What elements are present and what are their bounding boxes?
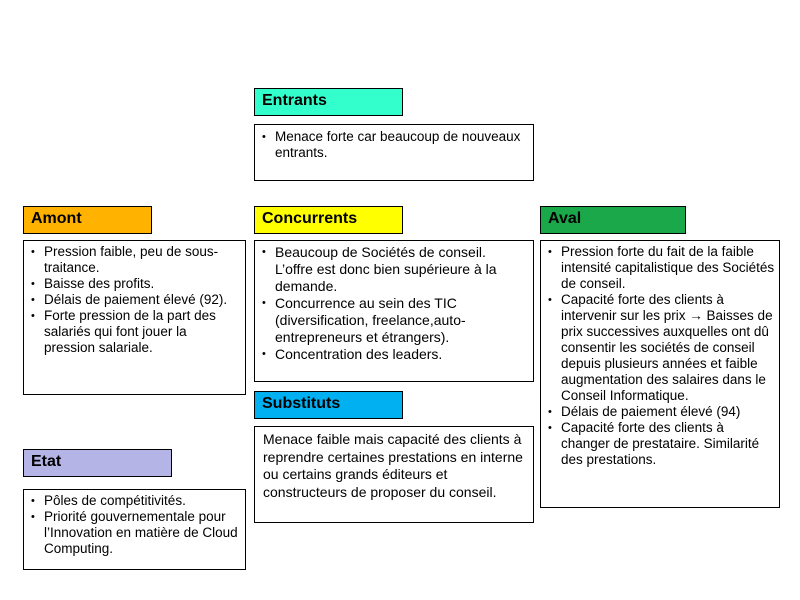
substituts-header: Substituts — [254, 391, 403, 419]
concurrents-header: Concurrents — [254, 206, 403, 234]
list-item: Menace forte car beaucoup de nouveaux en… — [259, 129, 527, 161]
aval-box: Pression forte du fait de la faible inte… — [540, 240, 780, 508]
aval-list: Pression forte du fait de la faible inte… — [545, 244, 775, 468]
etat-list: Pôles de compétitivités.Priorité gouvern… — [28, 493, 239, 557]
amont-list: Pression faible, peu de sous-traitance.B… — [28, 244, 239, 356]
etat-title: Etat — [31, 453, 62, 470]
list-item: Capacité forte des clients à intervenir … — [545, 292, 775, 404]
list-item: Forte pression de la part des salariés q… — [28, 308, 239, 356]
substituts-title: Substituts — [262, 395, 341, 412]
concurrents-box: Beaucoup de Sociétés de conseil. L’offre… — [254, 240, 534, 382]
aval-header: Aval — [540, 206, 686, 234]
entrants-title: Entrants — [262, 92, 327, 109]
concurrents-list: Beaucoup de Sociétés de conseil. L’offre… — [259, 244, 527, 363]
list-item: Concurrence au sein des TIC (diversifica… — [259, 295, 527, 346]
amont-box: Pression faible, peu de sous-traitance.B… — [23, 240, 246, 395]
list-item: Délais de paiement élevé (92). — [28, 292, 239, 308]
list-item: Priorité gouvernementale pour l’Innovati… — [28, 509, 239, 557]
etat-box: Pôles de compétitivités.Priorité gouvern… — [23, 489, 246, 570]
entrants-box: Menace forte car beaucoup de nouveaux en… — [254, 124, 534, 181]
concurrents-title: Concurrents — [262, 210, 358, 227]
aval-title: Aval — [548, 210, 582, 227]
list-item: Pression faible, peu de sous-traitance. — [28, 244, 239, 276]
list-item: Pôles de compétitivités. — [28, 493, 239, 509]
list-item: Capacité forte des clients à changer de … — [545, 420, 775, 468]
etat-header: Etat — [23, 449, 172, 477]
list-item: Beaucoup de Sociétés de conseil. L’offre… — [259, 244, 527, 295]
substituts-box: Menace faible mais capacité des clients … — [254, 426, 534, 523]
amont-header: Amont — [23, 206, 152, 234]
list-item: Délais de paiement élevé (94) — [545, 404, 775, 420]
list-item: Pression forte du fait de la faible inte… — [545, 244, 775, 292]
amont-title: Amont — [31, 210, 82, 227]
list-item: Baisse des profits. — [28, 276, 239, 292]
substituts-text: Menace faible mais capacité des clients … — [263, 431, 523, 500]
entrants-header: Entrants — [254, 88, 403, 116]
list-item: Concentration des leaders. — [259, 346, 527, 363]
entrants-list: Menace forte car beaucoup de nouveaux en… — [259, 129, 527, 161]
